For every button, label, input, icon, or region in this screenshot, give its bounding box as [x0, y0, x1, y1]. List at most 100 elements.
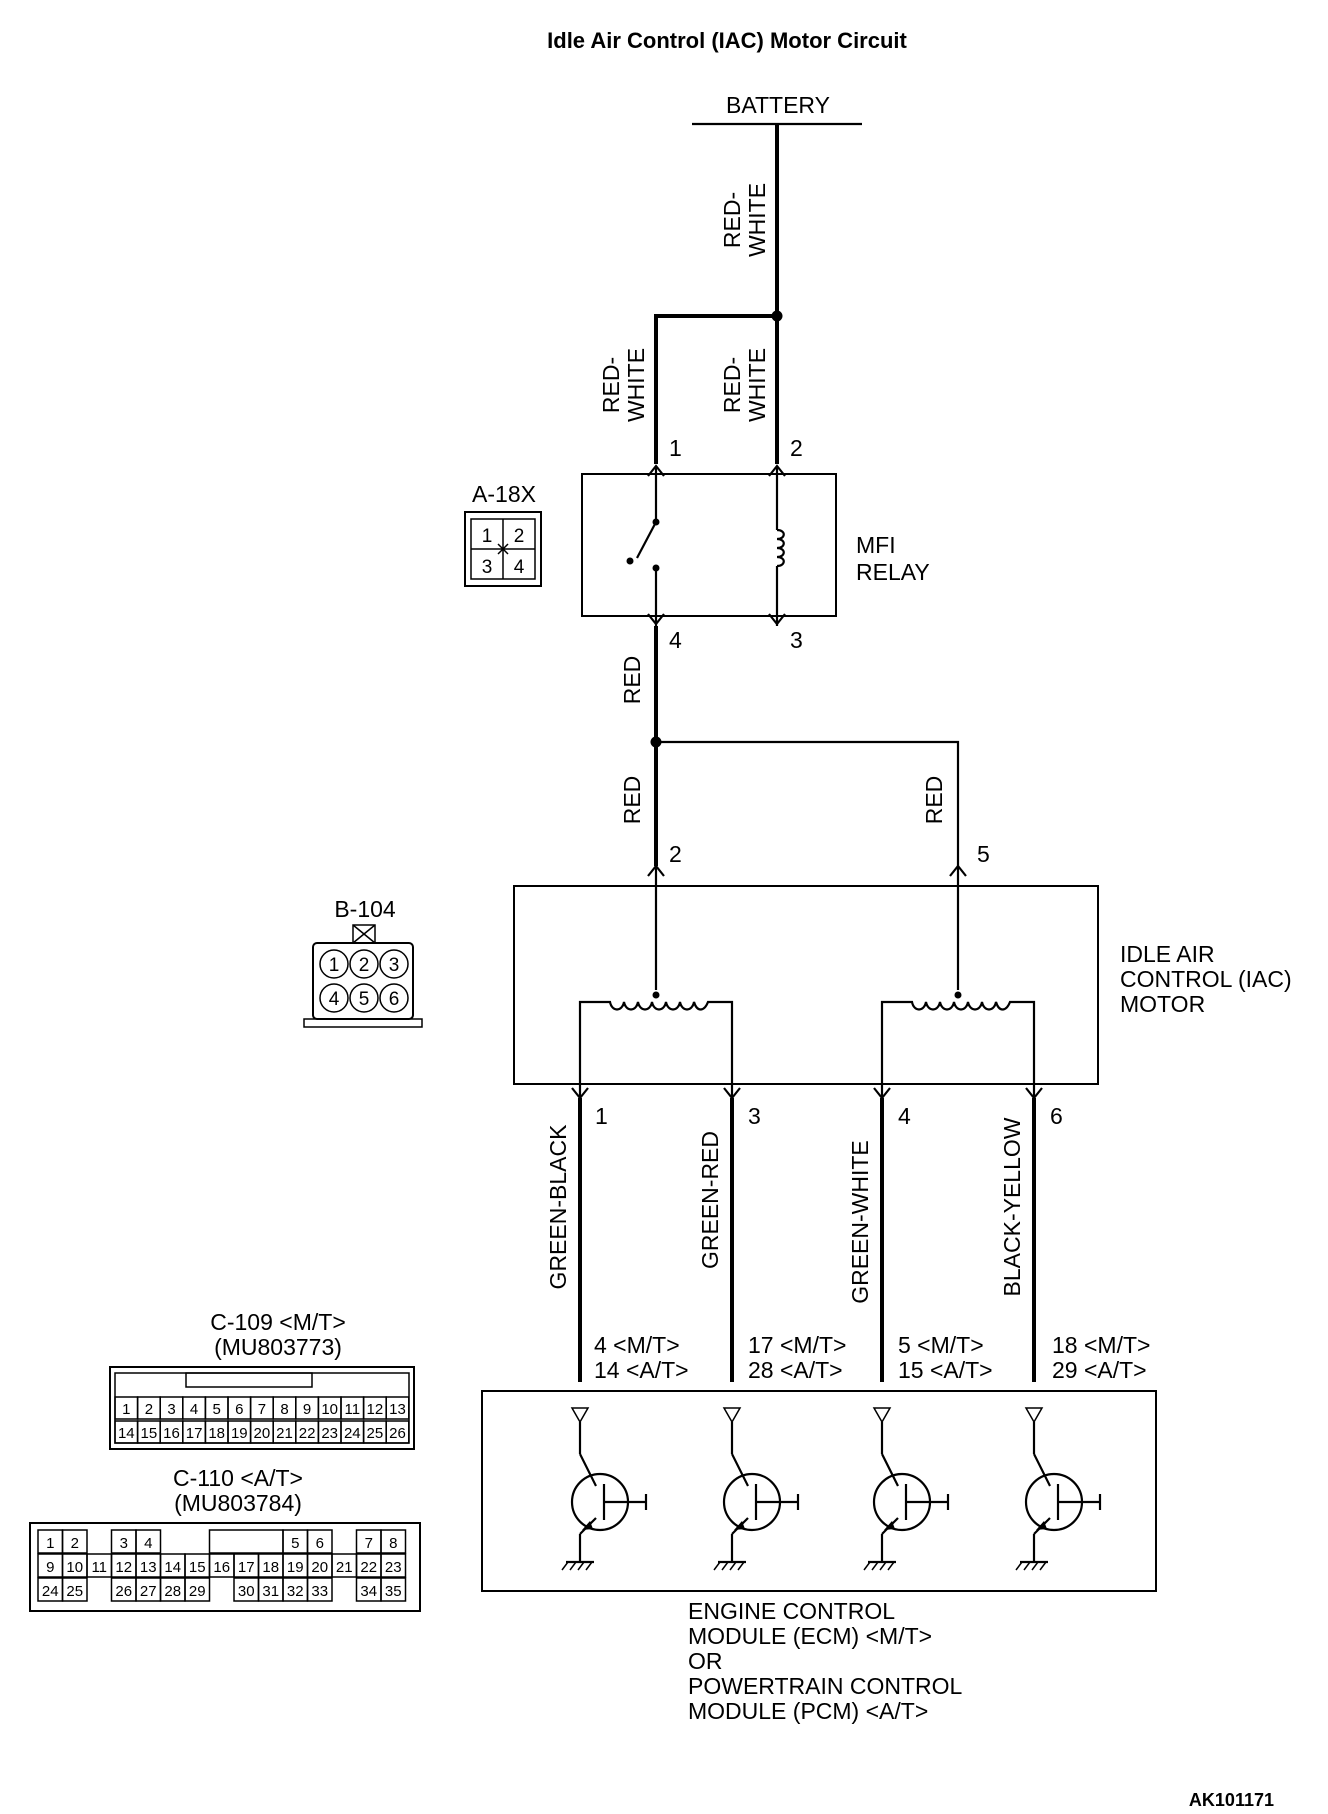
- svg-text:MODULE (PCM) <A/T>: MODULE (PCM) <A/T>: [688, 1698, 928, 1724]
- svg-text:15 <A/T>: 15 <A/T>: [898, 1357, 993, 1383]
- svg-text:12: 12: [115, 1559, 132, 1576]
- svg-text:4 <M/T>: 4 <M/T>: [594, 1332, 680, 1358]
- svg-text:RED-: RED-: [719, 357, 745, 413]
- svg-text:8: 8: [280, 1401, 288, 1418]
- connector-c109-label: C-109 <M/T>: [210, 1309, 346, 1335]
- motor-label-line3: MOTOR: [1120, 991, 1205, 1017]
- svg-text:17 <M/T>: 17 <M/T>: [748, 1332, 846, 1358]
- wire-label-motor-in-a: RED: [619, 776, 645, 825]
- ecm-pin-label-1: 4 <M/T> 14 <A/T>: [594, 1332, 689, 1383]
- wire-label-battery-feed: RED- WHITE: [719, 183, 770, 257]
- svg-text:5: 5: [213, 1401, 221, 1418]
- diagram-id: AK101171: [1189, 1790, 1274, 1810]
- connector-a18x-label: A-18X: [472, 481, 536, 507]
- wire-label-motor-in-b: RED: [921, 776, 947, 825]
- relay-pin-1: 1: [669, 435, 682, 461]
- svg-text:1: 1: [482, 526, 493, 547]
- svg-text:GREEN-WHITE: GREEN-WHITE: [847, 1140, 873, 1304]
- motor-coil-b: [880, 1000, 1036, 1098]
- svg-text:23: 23: [385, 1559, 402, 1576]
- relay-switch-blade: [636, 521, 657, 559]
- motor-pin-3: 3: [748, 1103, 761, 1129]
- battery-label: BATTERY: [726, 92, 830, 118]
- motor-coil-a-tap: [652, 991, 660, 999]
- svg-text:23: 23: [321, 1425, 338, 1442]
- svg-text:24: 24: [344, 1425, 361, 1442]
- svg-text:5: 5: [359, 989, 370, 1010]
- ecm-label: ENGINE CONTROL MODULE (ECM) <M/T> OR POW…: [688, 1598, 963, 1724]
- svg-text:25: 25: [367, 1425, 384, 1442]
- svg-text:15: 15: [141, 1425, 158, 1442]
- svg-text:1: 1: [122, 1401, 130, 1418]
- wire-label-relay-out: RED: [619, 656, 645, 705]
- ecm-pin-label-2: 17 <M/T> 28 <A/T>: [748, 1332, 846, 1383]
- svg-text:19: 19: [287, 1559, 304, 1576]
- relay-terminal-3: [768, 613, 786, 626]
- svg-text:33: 33: [311, 1583, 328, 1600]
- wire-label-relay-pin1: RED- WHITE: [598, 348, 649, 422]
- svg-text:13: 13: [140, 1559, 157, 1576]
- svg-text:4: 4: [190, 1401, 198, 1418]
- svg-text:MODULE (ECM) <M/T>: MODULE (ECM) <M/T>: [688, 1623, 932, 1649]
- ecm-box: [481, 1390, 1157, 1592]
- svg-text:2: 2: [359, 955, 370, 976]
- svg-text:17: 17: [186, 1425, 203, 1442]
- svg-text:4: 4: [329, 989, 340, 1010]
- svg-text:14: 14: [164, 1559, 181, 1576]
- svg-text:17: 17: [238, 1559, 255, 1576]
- svg-text:18: 18: [208, 1425, 225, 1442]
- svg-text:9: 9: [303, 1401, 311, 1418]
- svg-text:GREEN-RED: GREEN-RED: [697, 1131, 723, 1269]
- svg-text:6: 6: [316, 1535, 324, 1552]
- svg-text:7: 7: [258, 1401, 266, 1418]
- relay-switch-pivot: [626, 557, 634, 565]
- svg-text:10: 10: [321, 1401, 338, 1418]
- svg-text:1: 1: [329, 955, 340, 976]
- motor-in-b-wire: [656, 740, 960, 866]
- svg-text:35: 35: [385, 1583, 402, 1600]
- svg-text:14: 14: [118, 1425, 135, 1442]
- iac-motor-box: [513, 885, 1099, 1085]
- connector-b104-icon: 1 2 3 4 5 6: [303, 924, 423, 1028]
- motor-pin-2: 2: [669, 841, 682, 867]
- wire-label-green-white: GREEN-WHITE: [847, 1140, 873, 1304]
- svg-text:5: 5: [291, 1535, 299, 1552]
- motor-pin-5: 5: [977, 841, 990, 867]
- svg-text:20: 20: [311, 1559, 328, 1576]
- motor-pin-4: 4: [898, 1103, 911, 1129]
- svg-text:6: 6: [235, 1401, 243, 1418]
- svg-text:7: 7: [365, 1535, 373, 1552]
- svg-text:OR: OR: [688, 1648, 723, 1674]
- ecm-pin-label-3: 5 <M/T> 15 <A/T>: [898, 1332, 993, 1383]
- wire-label-relay-pin2: RED- WHITE: [719, 348, 770, 422]
- svg-text:RED: RED: [619, 776, 645, 825]
- svg-text:22: 22: [299, 1425, 316, 1442]
- transistor-1: [561, 1407, 648, 1571]
- motor-coil-b-tap: [954, 991, 962, 999]
- wire-label-black-yellow: BLACK-YELLOW: [999, 1117, 1025, 1296]
- svg-text:GREEN-BLACK: GREEN-BLACK: [545, 1124, 571, 1290]
- svg-text:9: 9: [46, 1559, 54, 1576]
- svg-text:19: 19: [231, 1425, 248, 1442]
- connector-c110-label: C-110 <A/T>: [173, 1465, 303, 1491]
- svg-text:10: 10: [66, 1559, 83, 1576]
- svg-text:31: 31: [262, 1583, 279, 1600]
- svg-text:18: 18: [262, 1559, 279, 1576]
- svg-text:29 <A/T>: 29 <A/T>: [1052, 1357, 1147, 1383]
- relay-pin-3: 3: [790, 627, 803, 653]
- svg-text:24: 24: [42, 1583, 59, 1600]
- svg-text:POWERTRAIN CONTROL: POWERTRAIN CONTROL: [688, 1673, 963, 1699]
- svg-text:15: 15: [189, 1559, 206, 1576]
- motor-pin-1: 1: [595, 1103, 608, 1129]
- svg-text:5 <M/T>: 5 <M/T>: [898, 1332, 984, 1358]
- motor-label-line2: CONTROL (IAC): [1120, 966, 1292, 992]
- connector-c109-part: (MU803773): [214, 1334, 342, 1360]
- svg-text:WHITE: WHITE: [744, 348, 770, 422]
- svg-text:ENGINE CONTROL: ENGINE CONTROL: [688, 1598, 895, 1624]
- svg-text:3: 3: [120, 1535, 128, 1552]
- svg-text:BLACK-YELLOW: BLACK-YELLOW: [999, 1117, 1025, 1296]
- connector-a18x-icon: 1 2 3 4: [464, 511, 542, 587]
